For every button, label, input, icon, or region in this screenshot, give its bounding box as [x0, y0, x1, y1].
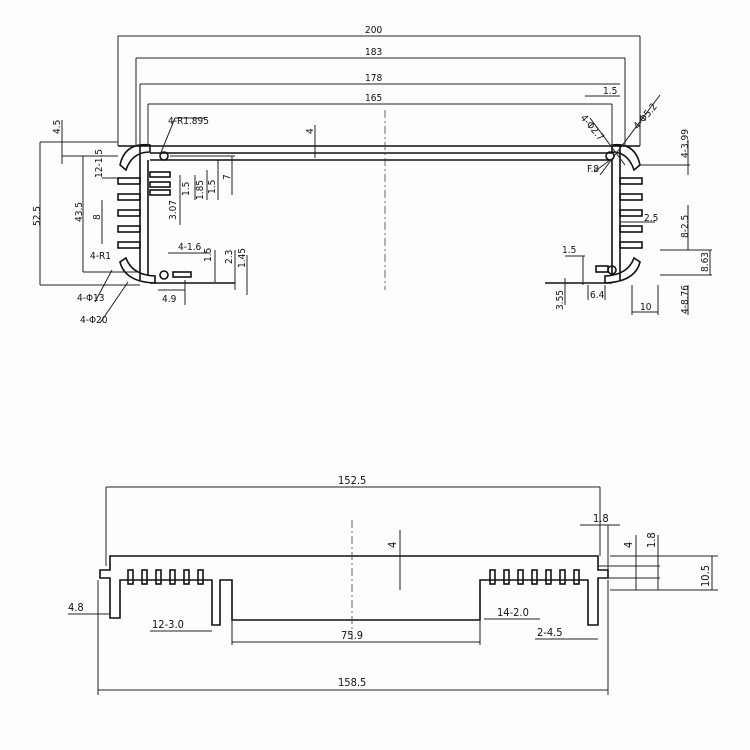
dim-10: 10 — [640, 302, 652, 313]
dim-1-8-b: 1.8 — [645, 532, 658, 548]
dim-4-8-76: 4-8.76 — [680, 285, 691, 314]
dim-1-5-right: 1.5 — [603, 86, 617, 97]
dim-1-45: 1.45 — [237, 248, 248, 268]
dim-8: 8 — [92, 214, 103, 220]
dim-152-5: 152.5 — [338, 474, 366, 487]
dim-158-5: 158.5 — [338, 676, 366, 689]
dim-fins-14-2-0: 14-2.0 — [497, 606, 529, 619]
dim-1-5-s: 1.5 — [562, 245, 576, 256]
dim-200: 200 — [365, 25, 382, 36]
dim-phi2-7: 4-Φ2.7 — [578, 113, 606, 143]
dim-4-9: 4.9 — [162, 294, 177, 305]
dim-r1895: 4-R1.895 — [168, 116, 209, 127]
dim-4: 4 — [305, 128, 316, 134]
dim-phi5-2: 4-Φ5.2 — [632, 102, 660, 132]
dim-2-3: 2.3 — [224, 250, 235, 264]
dim-phi13: 4-Φ13 — [77, 293, 105, 304]
dim-10-5: 10.5 — [699, 565, 712, 587]
dim-1-85: 1.85 — [195, 180, 206, 200]
dim-52-5: 52.5 — [32, 206, 43, 226]
dim-178: 178 — [365, 73, 382, 84]
dim-183: 183 — [365, 47, 382, 58]
bottom-view-labels: 152.5 1.8 4 1.8 10.5 4 4.8 12-3.0 75.9 1… — [68, 474, 712, 689]
top-view-labels: 200 183 178 165 4.5 4-R1.895 4 12-1.5 52… — [32, 25, 711, 326]
top-view-profile — [117, 110, 643, 290]
dim-1-5-b: 1.5 — [207, 180, 218, 194]
dim-4-8: 4.8 — [68, 601, 84, 614]
dim-2-4-5: 2-4.5 — [537, 626, 563, 639]
dim-fins-12-3-0: 12-3.0 — [152, 618, 184, 631]
dim-43-5: 43.5 — [74, 202, 85, 222]
dim-fins-12-1-5: 12-1.5 — [94, 149, 105, 178]
dim-4-1-6: 4-1.6 — [178, 242, 202, 253]
dim-1-5-a: 1.5 — [181, 182, 192, 196]
dim-1-8-a: 1.8 — [593, 512, 609, 525]
dim-phi20: 4-Φ20 — [80, 315, 108, 326]
dim-6-4: 6.4 — [590, 290, 605, 301]
dim-f8: F.8 — [587, 164, 599, 175]
top-view-dimension-lines — [39, 35, 712, 324]
dim-2-5: 2.5 — [644, 213, 658, 224]
dim-4-3-99: 4-3.99 — [680, 129, 691, 158]
dim-4-5: 4.5 — [52, 120, 63, 134]
dim-r1: 4-R1 — [90, 251, 111, 262]
dim-3-55: 3.55 — [555, 290, 566, 310]
dim-3-07: 3.07 — [168, 200, 179, 220]
bottom-view-dimension-lines — [68, 486, 718, 695]
dim-4-a: 4 — [622, 542, 635, 548]
dim-1-5-c: 1.5 — [203, 248, 214, 262]
dim-8-2-5: 8-2.5 — [680, 215, 691, 238]
dim-7: 7 — [222, 174, 233, 180]
dim-4-b: 4 — [386, 542, 399, 548]
dim-75-9: 75.9 — [341, 629, 363, 642]
dim-165: 165 — [365, 93, 382, 104]
dim-8-63: 8.63 — [700, 252, 711, 272]
